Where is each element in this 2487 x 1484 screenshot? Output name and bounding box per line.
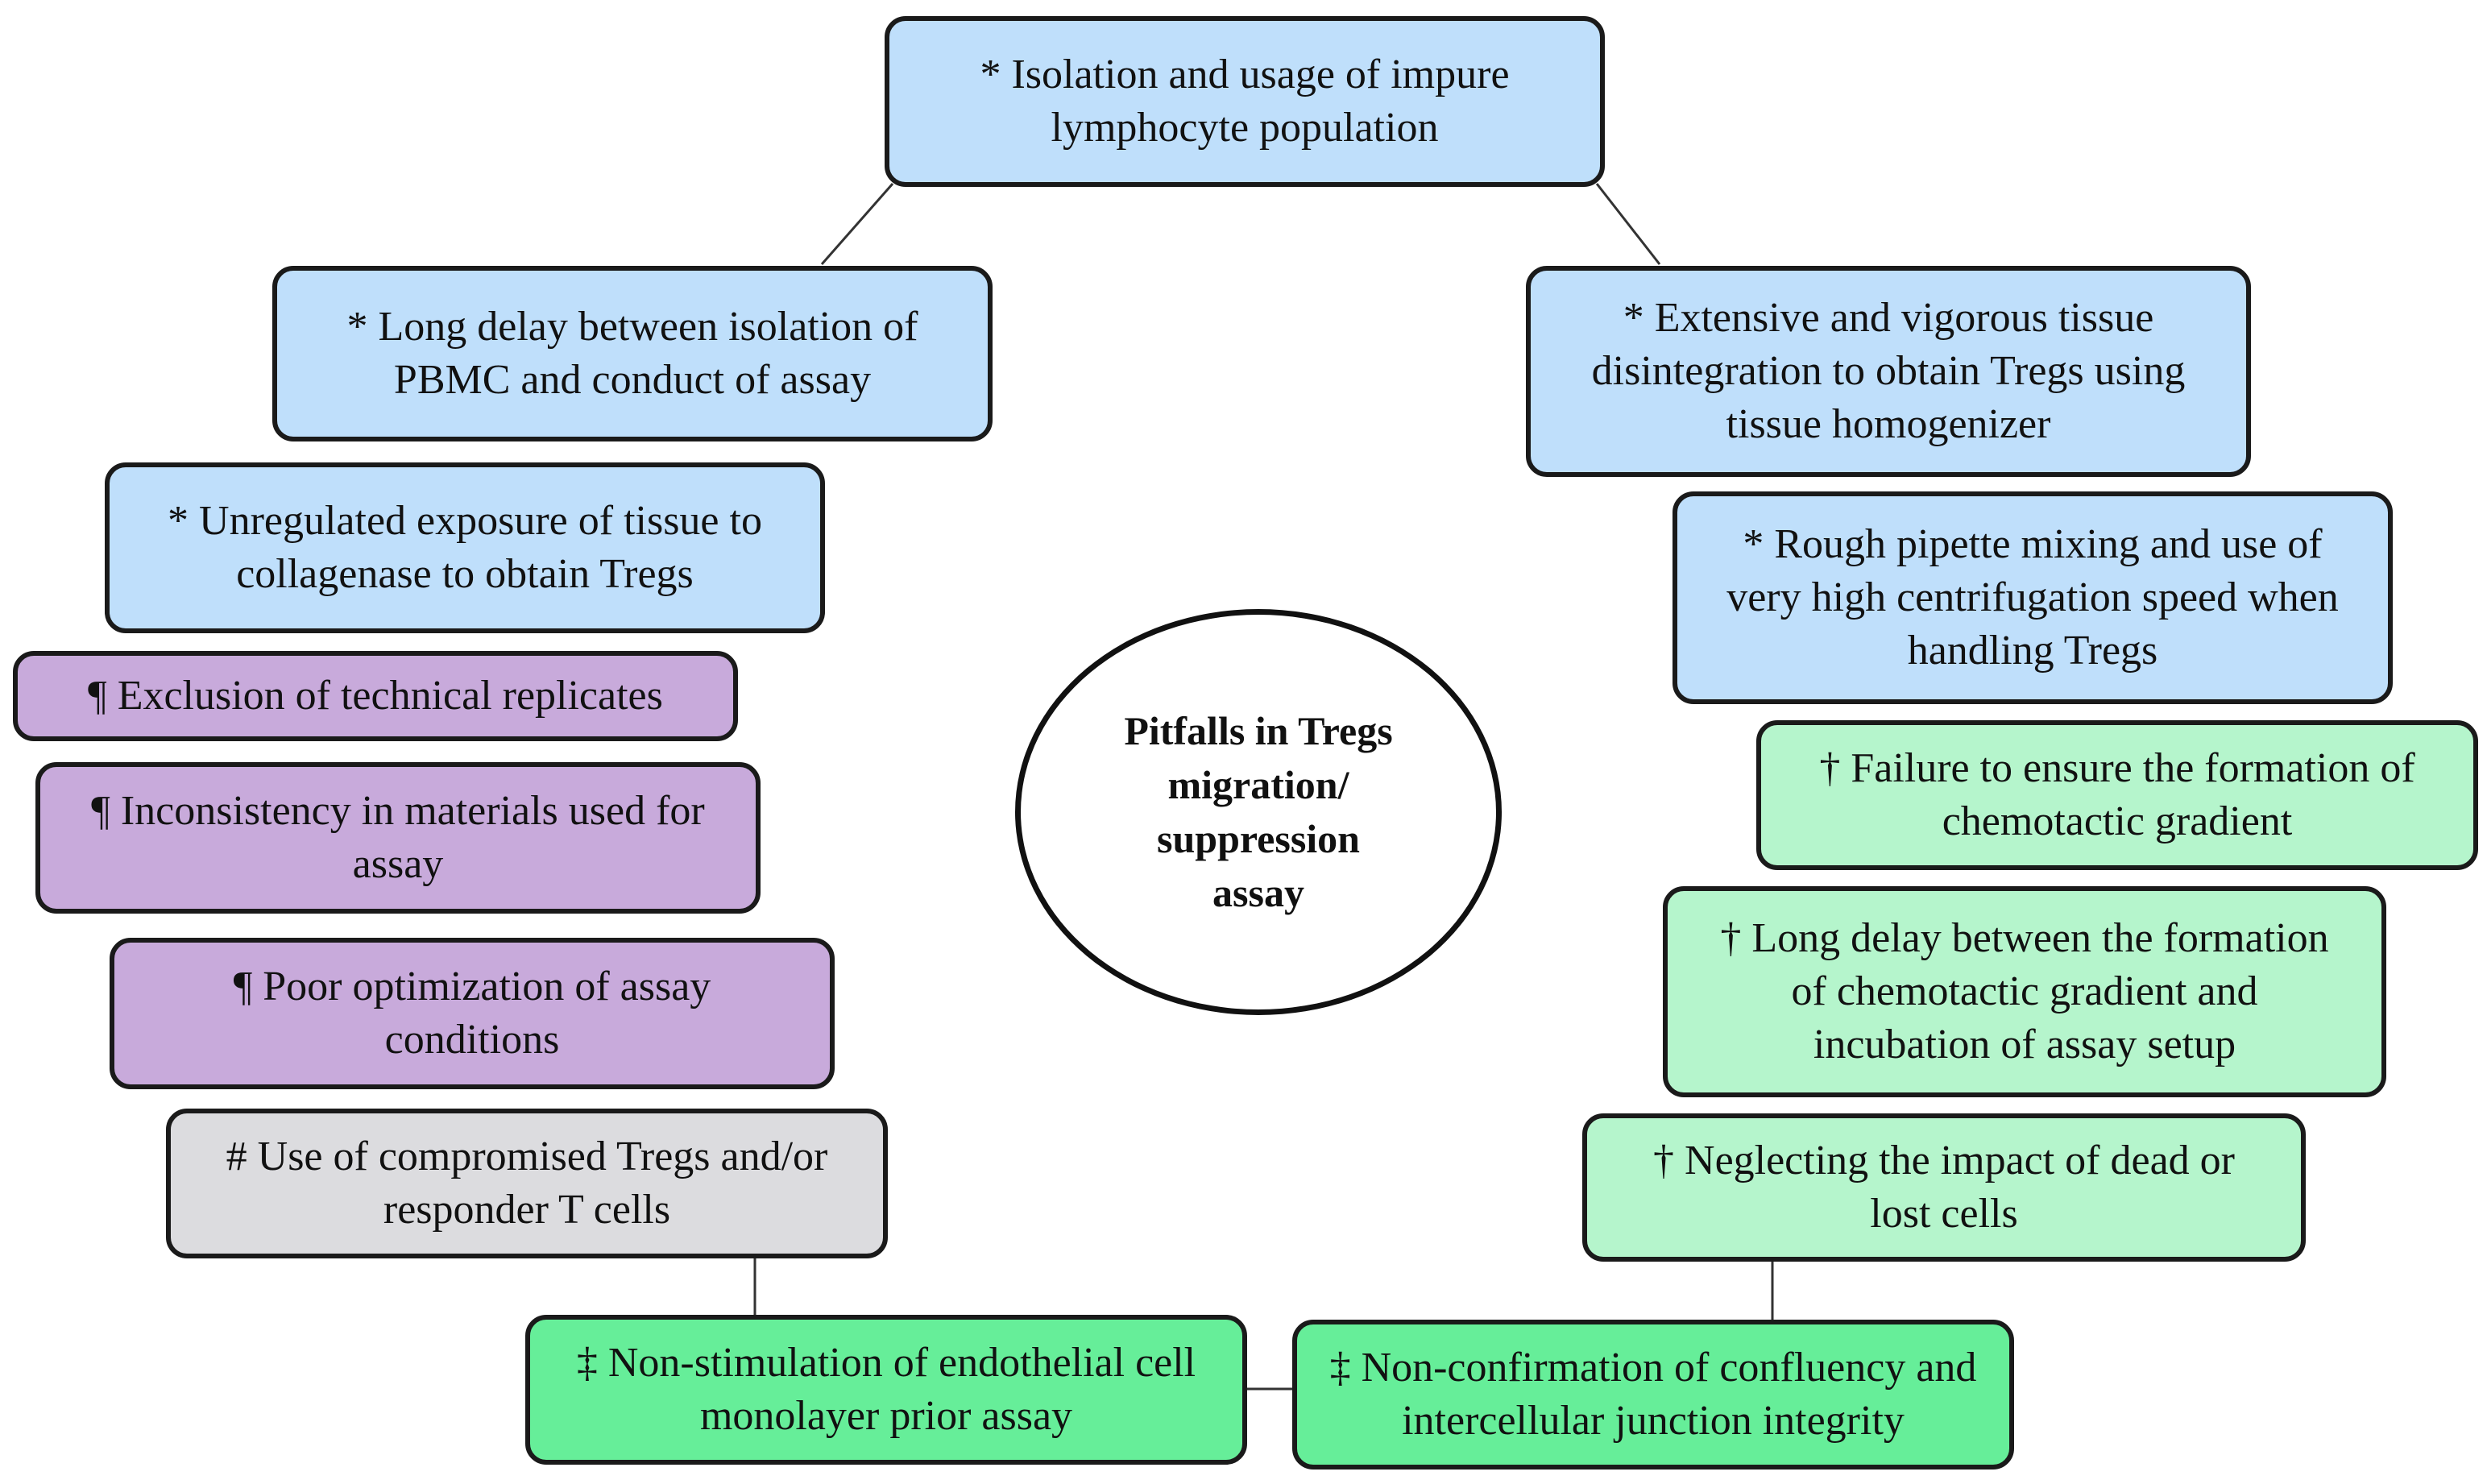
node-technical-replicates-text: ¶ Exclusion of technical replicates (88, 673, 663, 719)
node-collagenase-exposure-text: * Unregulated exposure of tissue to coll… (168, 498, 762, 597)
node-tissue-disintegration-text: * Extensive and vigorous tissue disinteg… (1591, 295, 2186, 447)
node-poor-optimization: ¶ Poor optimization of assay conditions (110, 938, 835, 1089)
node-non-confirmation: ‡ Non-confirmation of confluency and int… (1292, 1320, 2014, 1469)
node-non-stimulation-text: ‡ Non-stimulation of endothelial cell mo… (576, 1340, 1196, 1439)
node-chemotactic-gradient: † Failure to ensure the formation of che… (1756, 720, 2478, 870)
node-impure-population: * Isolation and usage of impure lymphocy… (885, 16, 1605, 187)
node-impure-population-text: * Isolation and usage of impure lymphocy… (980, 52, 1510, 151)
node-gradient-delay: † Long delay between the formation of ch… (1663, 886, 2386, 1097)
node-dead-lost-cells-text: † Neglecting the impact of dead or lost … (1653, 1138, 2235, 1237)
node-gradient-delay-text: † Long delay between the formation of ch… (1720, 915, 2329, 1067)
node-compromised-cells: # Use of compromised Tregs and/or respon… (166, 1109, 888, 1258)
node-non-stimulation: ‡ Non-stimulation of endothelial cell mo… (525, 1315, 1247, 1465)
node-pbmc-delay-text: * Long delay between isolation of PBMC a… (346, 304, 918, 403)
connector-top-left (820, 183, 894, 265)
node-collagenase-exposure: * Unregulated exposure of tissue to coll… (105, 462, 825, 633)
node-pbmc-delay: * Long delay between isolation of PBMC a… (272, 266, 993, 441)
node-technical-replicates: ¶ Exclusion of technical replicates (13, 651, 738, 741)
node-compromised-cells-text: # Use of compromised Tregs and/or respon… (226, 1134, 828, 1233)
center-ellipse: Pitfalls in Tregs migration/ suppression… (1015, 609, 1502, 1015)
node-chemotactic-gradient-text: † Failure to ensure the formation of che… (1819, 745, 2415, 844)
node-materials-inconsistency-text: ¶ Inconsistency in materials used for as… (91, 788, 705, 887)
center-title: Pitfalls in Tregs migration/ suppression… (1124, 708, 1393, 915)
connector-top-right (1595, 183, 1661, 265)
node-poor-optimization-text: ¶ Poor optimization of assay conditions (233, 964, 711, 1063)
node-materials-inconsistency: ¶ Inconsistency in materials used for as… (35, 762, 761, 914)
node-dead-lost-cells: † Neglecting the impact of dead or lost … (1582, 1113, 2306, 1262)
node-non-confirmation-text: ‡ Non-confirmation of confluency and int… (1329, 1345, 1977, 1444)
node-tissue-disintegration: * Extensive and vigorous tissue disinteg… (1526, 266, 2251, 477)
node-pipette-mixing: * Rough pipette mixing and use of very h… (1673, 491, 2393, 704)
node-pipette-mixing-text: * Rough pipette mixing and use of very h… (1726, 521, 2339, 674)
